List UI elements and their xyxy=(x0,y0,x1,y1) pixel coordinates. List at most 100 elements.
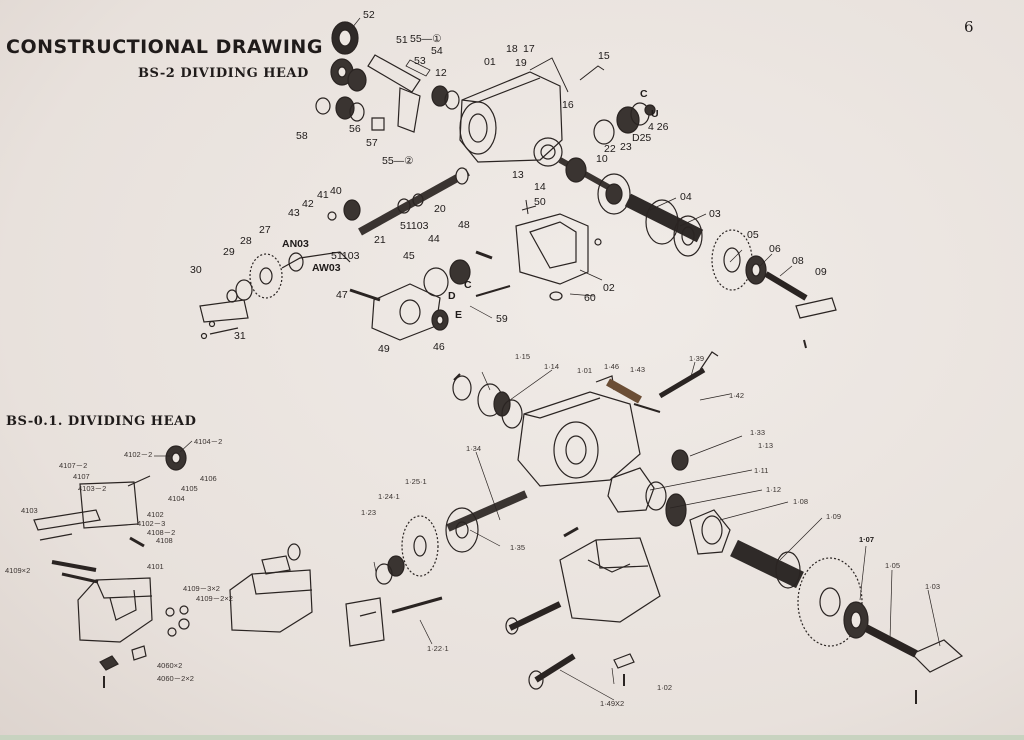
part-label-21: 21 xyxy=(374,234,386,246)
part-label-1-33: 1·33 xyxy=(750,428,766,437)
part-label-46: 46 xyxy=(433,341,445,353)
bs2-spindle xyxy=(624,193,704,257)
bs01-tailstock-4101 xyxy=(33,445,190,688)
part-label-1-02: 1·02 xyxy=(657,683,673,692)
part-label-AW03: AW03 xyxy=(312,262,341,274)
bs2-shaft-20 xyxy=(327,167,470,236)
part-label-1-23: 1·23 xyxy=(361,508,377,517)
part-label-4108: 4108 xyxy=(156,536,173,545)
part-label-27: 27 xyxy=(259,224,271,236)
gear-stack-upper xyxy=(315,58,367,122)
part-label-55-2: 55—② xyxy=(382,155,414,167)
part-label-13: 13 xyxy=(512,169,524,181)
bs01-tailstock-102 xyxy=(505,526,661,690)
bs2-cover-49 xyxy=(349,250,511,341)
scan-edge xyxy=(0,735,1024,740)
part-label-1-03: 1·03 xyxy=(925,582,941,591)
bs2-gear-train xyxy=(315,21,460,133)
part-label-1-42: 1·42 xyxy=(729,391,745,400)
part-label-4060x2: 4060×2 xyxy=(157,661,183,670)
part-label-1-39: 1·39 xyxy=(689,354,705,363)
bs2-index-parts-CU xyxy=(593,102,656,145)
part-label-19: 19 xyxy=(515,57,527,69)
bs01-subtitle: BS-0.1. DIVIDING HEAD xyxy=(6,414,197,429)
part-label-U: U xyxy=(651,108,659,120)
part-label-E: E xyxy=(455,309,463,321)
part-label-05: 05 xyxy=(747,229,759,241)
bs01-small-base xyxy=(229,543,313,633)
bs2-index-plate-05 xyxy=(711,229,837,349)
part-label-1-14: 1·14 xyxy=(544,362,560,371)
part-label-4109x2: 4109×2 xyxy=(5,566,31,575)
part-label-53: 53 xyxy=(414,55,426,67)
part-label-30: 30 xyxy=(190,264,202,276)
part-label-47: 47 xyxy=(336,289,348,301)
part-label-C-mid: C xyxy=(464,279,472,291)
part-label-16: 16 xyxy=(562,99,574,111)
part-label-02: 02 xyxy=(603,282,615,294)
part-label-50: 50 xyxy=(534,196,546,208)
part-label-52: 52 xyxy=(363,9,375,21)
part-label-22: 22 xyxy=(604,143,616,155)
part-label-C-top: C xyxy=(640,88,648,100)
part-label-49: 49 xyxy=(378,343,390,355)
part-label-1-05: 1·05 xyxy=(885,561,901,570)
page-title: CONSTRUCTIONAL DRAWING xyxy=(6,36,323,58)
part-label-54: 54 xyxy=(431,45,443,57)
part-label-57: 57 xyxy=(366,137,378,149)
part-label-48: 48 xyxy=(458,219,470,231)
part-label-1-43: 1·43 xyxy=(630,365,646,374)
part-label-04: 04 xyxy=(680,191,692,203)
bs2-tailstock-02 xyxy=(515,199,602,301)
part-label-51103-b: 51103 xyxy=(331,250,360,262)
part-label-01: 01 xyxy=(484,56,496,68)
part-label-44: 44 xyxy=(428,233,440,245)
part-label-1-11: 1·11 xyxy=(754,466,769,475)
bs01-front-parts xyxy=(452,373,523,429)
part-label-26: 4 26 xyxy=(648,121,669,133)
part-label-41: 41 xyxy=(317,189,329,201)
part-label-55-1: 55—① xyxy=(410,33,442,45)
part-label-1-12: 1·12 xyxy=(766,485,782,494)
part-label-23: 23 xyxy=(620,141,632,153)
part-label-1-15: 1·15 xyxy=(515,352,531,361)
part-label-4108-2: 4108－2 xyxy=(147,528,176,537)
part-label-40: 40 xyxy=(330,185,342,197)
part-label-14: 14 xyxy=(534,181,546,193)
part-label-4102-3: 4102－3 xyxy=(137,519,166,528)
bs01-index-plates xyxy=(345,515,443,647)
bs2-drive-side xyxy=(199,251,351,340)
part-label-AN03: AN03 xyxy=(282,238,309,250)
part-label-15: 15 xyxy=(598,50,610,62)
page-number: 6 xyxy=(964,18,974,36)
gear-52 xyxy=(331,21,359,55)
part-label-1-24-1: 1·24·1 xyxy=(378,492,400,501)
part-label-51103-a: 51103 xyxy=(400,220,429,232)
part-label-59: 59 xyxy=(496,313,508,325)
part-label-10: 10 xyxy=(596,153,608,165)
bs01-housing-101 xyxy=(517,351,719,487)
part-label-4101: 4101 xyxy=(147,562,164,571)
part-label-4102-2: 4102－2 xyxy=(124,450,153,459)
part-label-4060-2x2: 4060－2×2 xyxy=(157,674,194,683)
part-label-D: D xyxy=(448,290,456,302)
part-label-58: 58 xyxy=(296,130,308,142)
bs01-spindle-group xyxy=(607,449,964,704)
part-label-09: 09 xyxy=(815,266,827,278)
part-label-4105: 4105 xyxy=(181,484,198,493)
part-label-43: 43 xyxy=(288,207,300,219)
part-label-4103-2: 4103－2 xyxy=(78,484,107,493)
part-label-1-46: 1·46 xyxy=(604,362,620,371)
part-label-1-09: 1·09 xyxy=(826,512,842,521)
part-label-4103: 4103 xyxy=(21,506,38,515)
bs2-subtitle: BS-2 DIVIDING HEAD xyxy=(138,66,309,81)
part-label-03: 03 xyxy=(709,208,721,220)
part-label-4104: 4104 xyxy=(168,494,185,503)
part-label-29: 29 xyxy=(223,246,235,258)
part-label-28: 28 xyxy=(240,235,252,247)
part-label-1-08: 1·08 xyxy=(793,497,809,506)
part-label-4109-2x2: 4109－2×2 xyxy=(196,594,233,603)
part-label-06: 06 xyxy=(769,243,781,255)
